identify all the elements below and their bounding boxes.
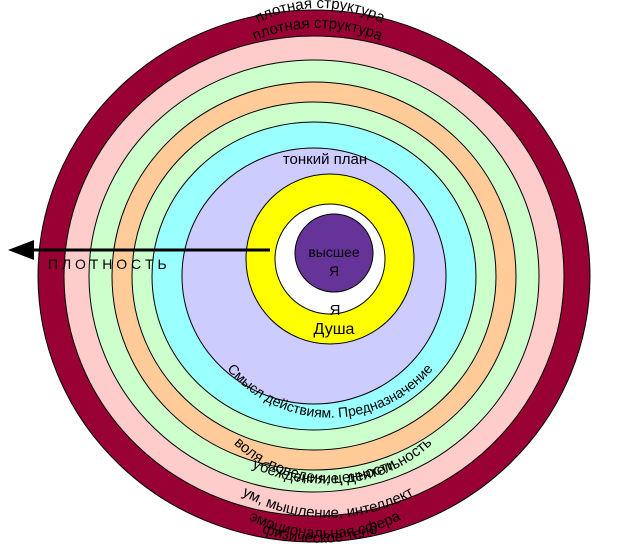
label-soul: Душа xyxy=(314,321,355,338)
density-arrow-head xyxy=(8,240,34,260)
density-arrow: П Л О Т Н О С Т Ь xyxy=(8,240,270,272)
label-higher-self-1: высшее xyxy=(308,244,360,260)
label-subtle-plane: тонкий план xyxy=(283,151,367,168)
label-self: Я xyxy=(330,302,341,319)
label-higher-self-2: Я xyxy=(329,263,339,279)
ring-higher-self xyxy=(294,213,374,293)
density-label: П Л О Т Н О С Т Ь xyxy=(48,256,167,272)
concentric-rings xyxy=(37,9,591,543)
